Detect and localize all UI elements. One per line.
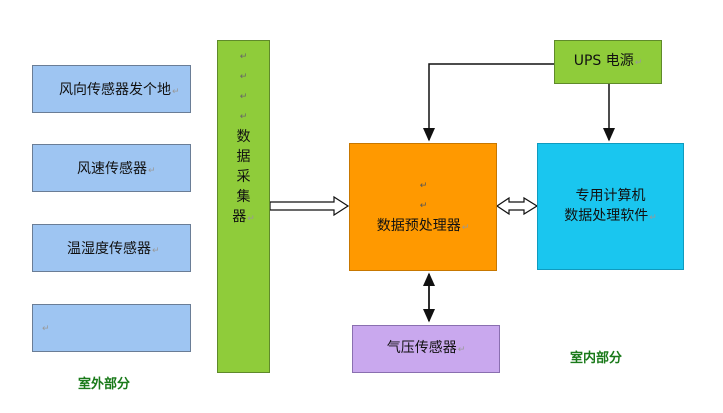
preprocessor-computer-arrow bbox=[495, 196, 539, 216]
data-collector: ↵ ↵ ↵ ↵ 数 据 采 集 器↵ bbox=[217, 40, 270, 373]
collector-char: 集 bbox=[236, 189, 251, 205]
sensor-box-wind-speed: 风速传感器↵ bbox=[32, 144, 191, 192]
ups-power: UPS 电源↵ bbox=[554, 40, 662, 84]
computer-text: 专用计算机 数据处理软件↵ bbox=[564, 187, 657, 224]
collector-char: 采 bbox=[236, 169, 251, 185]
preprocessor-text: ↵ ↵ 数据预处理器↵ bbox=[376, 181, 470, 234]
sensor-box-wind-direction: 风向传感器发个地↵ bbox=[32, 65, 191, 113]
pressure-sensor: 气压传感器↵ bbox=[352, 325, 500, 373]
collector-to-preprocessor-arrow bbox=[269, 195, 350, 217]
ups-to-preprocessor-arrow bbox=[423, 63, 554, 142]
sensor-box-temp-humidity: 温湿度传感器↵ bbox=[32, 224, 191, 272]
sensor-label: 温湿度传感器↵ bbox=[67, 241, 160, 257]
outdoor-section-label: 室外部分 bbox=[78, 377, 131, 392]
ups-label: UPS 电源↵ bbox=[573, 53, 643, 69]
collector-char: 据 bbox=[236, 149, 251, 165]
data-preprocessor: ↵ ↵ 数据预处理器↵ bbox=[349, 143, 497, 271]
sensor-box-empty: ↵ bbox=[32, 304, 191, 352]
collector-char: 器↵ bbox=[232, 209, 255, 225]
collector-char: 数 bbox=[236, 129, 251, 145]
indoor-section-label: 室内部分 bbox=[570, 351, 623, 366]
sensor-label: 风向传感器发个地↵ bbox=[59, 82, 180, 98]
sensor-label: ↵ bbox=[42, 324, 50, 334]
collector-vertical-text: ↵ ↵ ↵ ↵ 数 据 采 集 器↵ bbox=[232, 47, 255, 229]
pressure-label: 气压传感器↵ bbox=[386, 340, 466, 356]
sensor-label: 风速传感器↵ bbox=[77, 161, 156, 177]
dedicated-computer: 专用计算机 数据处理软件↵ bbox=[537, 143, 684, 270]
